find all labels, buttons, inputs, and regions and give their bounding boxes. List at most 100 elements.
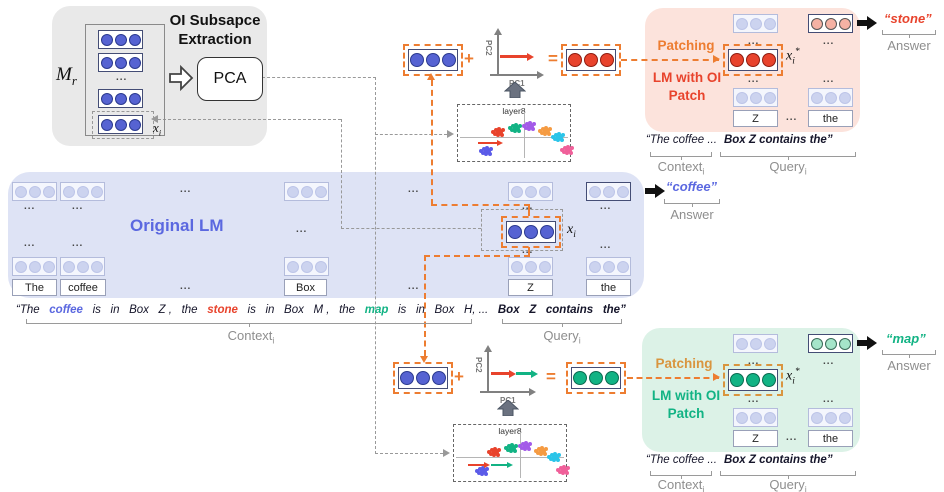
answer-label: Answer bbox=[887, 358, 931, 373]
cluster-dot-blob bbox=[561, 468, 565, 472]
ellipsis: ... bbox=[748, 356, 760, 367]
pc2-label: PC2 bbox=[474, 357, 483, 373]
cluster-dot-blob bbox=[527, 124, 531, 128]
shift-arrow bbox=[468, 464, 485, 467]
plus-operator: + bbox=[454, 367, 464, 386]
xi-down-line bbox=[424, 255, 426, 356]
final-hidden-vector bbox=[586, 182, 631, 201]
token-z: Z bbox=[733, 110, 778, 127]
ellipsis: ... bbox=[408, 184, 420, 195]
cluster-dot-blob bbox=[480, 469, 484, 473]
patched-final-vector bbox=[808, 334, 853, 353]
arrowhead-into-pink-patch-icon bbox=[713, 55, 720, 63]
pc-scatter-bottom: layer8 bbox=[453, 424, 567, 482]
hidden-vector bbox=[508, 182, 553, 201]
output-arrow-icon bbox=[645, 184, 665, 198]
token-z: Z bbox=[733, 430, 778, 447]
xi-highlight-box bbox=[481, 209, 563, 251]
xi-label: xi bbox=[567, 222, 576, 240]
hidden-vector bbox=[808, 88, 853, 107]
scatter-y-axis bbox=[524, 112, 526, 158]
xi-bottom-stub bbox=[528, 247, 530, 256]
patched-prompt-caption: “The coffee ... Box Z contains the” bbox=[646, 454, 833, 466]
arrowhead-into-top-scatter-icon bbox=[447, 130, 454, 138]
pc2-axis-arrow-icon bbox=[484, 345, 492, 352]
sentence-word: Z , bbox=[158, 304, 172, 316]
patch-label: Patch bbox=[668, 88, 706, 103]
patch-line-top bbox=[621, 59, 719, 61]
pca-output-line-vertical bbox=[375, 77, 376, 454]
xi-down-line-horizontal bbox=[424, 255, 530, 257]
answer-brace bbox=[664, 199, 720, 207]
patched-final-vector bbox=[808, 14, 853, 33]
query-brace bbox=[502, 319, 622, 327]
hidden-vector bbox=[733, 14, 778, 33]
extraction-arrow-icon bbox=[169, 64, 194, 92]
sentence-word: Box bbox=[434, 304, 455, 316]
ellipsis: ... bbox=[823, 36, 835, 47]
answer-label: Answer bbox=[887, 38, 931, 53]
token-the: the bbox=[808, 110, 853, 127]
cluster-dot-blob bbox=[492, 450, 496, 454]
token-the: The bbox=[12, 279, 57, 296]
patching-label: Patching bbox=[655, 356, 713, 371]
answer-map: “map” bbox=[886, 331, 926, 346]
caption-query: Box Z contains the” bbox=[723, 134, 833, 146]
xi-up-line-horizontal bbox=[431, 204, 530, 206]
xi-collect-line-to-xi bbox=[341, 228, 481, 229]
ellipsis: ... bbox=[24, 201, 36, 212]
plus-operator: + bbox=[464, 49, 474, 68]
arrowhead-into-green-patch-icon bbox=[713, 373, 720, 381]
ellipsis: ... bbox=[600, 201, 612, 212]
extraction-title: OI Subsapce Extraction bbox=[163, 12, 267, 50]
equals-operator: = bbox=[546, 367, 556, 386]
answer-label: Answer bbox=[670, 207, 714, 222]
ellipsis: ... bbox=[786, 112, 798, 123]
sentence-word: in bbox=[415, 304, 425, 316]
ellipsis: ... bbox=[748, 74, 760, 85]
pc1-axis bbox=[480, 391, 530, 393]
pc-scatter-top: layer8 bbox=[457, 104, 571, 162]
pca-output-line bbox=[262, 77, 376, 78]
top-result-vector bbox=[561, 44, 621, 76]
answer-stone: “stone” bbox=[884, 11, 932, 26]
ellipsis: ... bbox=[116, 72, 128, 83]
ellipsis: ... bbox=[72, 238, 84, 249]
xi-star-label: xi* bbox=[786, 47, 800, 67]
answer-brace bbox=[882, 350, 936, 358]
shift-arrowhead-icon bbox=[484, 461, 493, 468]
ellipsis: ... bbox=[408, 281, 420, 292]
context-label: Contexti bbox=[657, 477, 705, 492]
sentence-word: M , bbox=[313, 304, 330, 316]
cluster-dot-blob bbox=[496, 130, 500, 134]
sentence-word: is bbox=[247, 304, 256, 316]
sentence-word: stone bbox=[207, 304, 238, 316]
ellipsis: ... bbox=[522, 245, 534, 256]
query-label: Queryi bbox=[769, 159, 807, 177]
bottom-result-vector bbox=[566, 362, 626, 394]
sentence-word: the bbox=[181, 304, 198, 316]
arrowhead-down-into-addend-icon bbox=[420, 356, 428, 363]
patch-label: Patch bbox=[667, 406, 705, 421]
arrowhead-into-mr-icon bbox=[151, 115, 158, 123]
hidden-vector bbox=[586, 257, 631, 276]
pca-to-bottom-scatter-line bbox=[375, 453, 443, 454]
mr-xi-label: xi bbox=[153, 120, 162, 138]
matrix-column-box bbox=[85, 24, 165, 136]
sentence-word: “The bbox=[16, 304, 40, 316]
shift-arrow bbox=[491, 464, 508, 467]
cluster-dot-blob bbox=[509, 446, 513, 450]
cluster-dot-blob bbox=[484, 149, 488, 153]
shift-arrowhead-icon bbox=[507, 461, 516, 468]
hidden-vector bbox=[284, 257, 329, 276]
context-label: Contexti bbox=[657, 159, 705, 177]
pca-label: PCA bbox=[213, 70, 247, 87]
xi-star-label: xi* bbox=[786, 367, 800, 387]
mr-xi-row-vector bbox=[98, 115, 143, 134]
sentence-word: contains bbox=[545, 304, 594, 316]
token-box: Box bbox=[284, 279, 327, 296]
pc2-axis bbox=[487, 351, 489, 393]
shift-arrowhead-icon bbox=[497, 139, 506, 146]
sentence-word: the” bbox=[602, 304, 626, 316]
shift-arrow bbox=[478, 142, 498, 145]
